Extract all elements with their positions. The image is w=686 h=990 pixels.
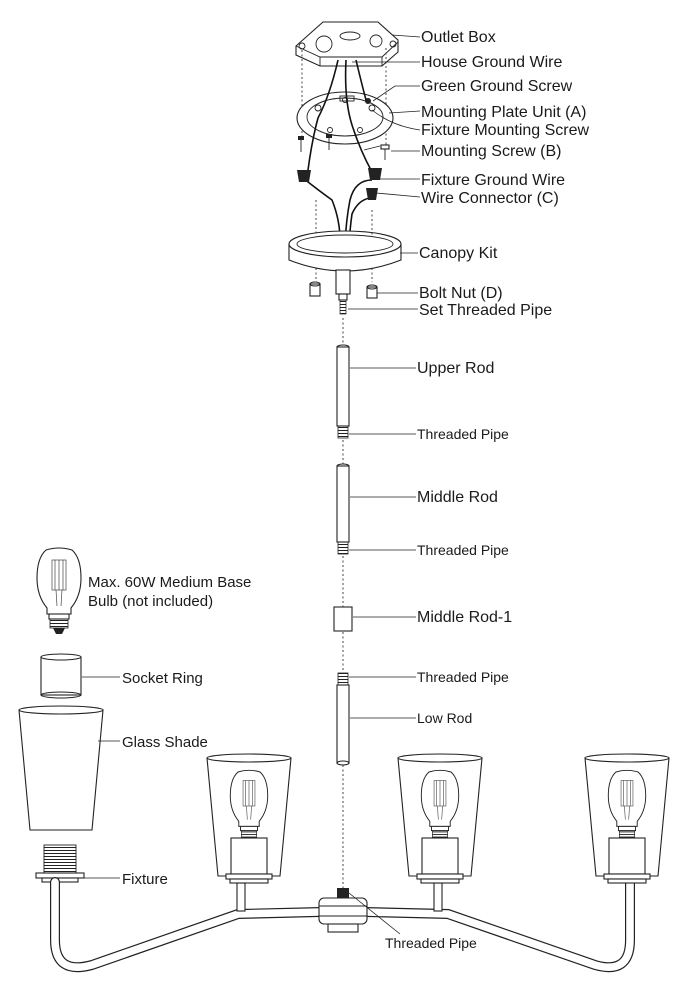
upper-rod bbox=[336, 344, 350, 439]
label-house-ground-wire: House Ground Wire bbox=[421, 54, 562, 71]
label-bulb-line1: Max. 60W Medium Base bbox=[88, 574, 251, 591]
label-canopy-kit: Canopy Kit bbox=[419, 245, 498, 262]
label-bolt-nut: Bolt Nut (D) bbox=[419, 285, 503, 302]
label-fixture: Fixture bbox=[122, 871, 168, 888]
supply-wires bbox=[302, 59, 381, 246]
label-glass-shade: Glass Shade bbox=[122, 734, 208, 751]
label-fixture-mounting-screw: Fixture Mounting Screw bbox=[421, 122, 590, 139]
center-hub bbox=[318, 888, 368, 933]
fixture-arms bbox=[50, 877, 635, 973]
label-mounting-screw: Mounting Screw (B) bbox=[421, 143, 562, 160]
set-threaded-pipe bbox=[335, 269, 351, 315]
middle-rod-1 bbox=[333, 606, 353, 632]
fixture-socket bbox=[35, 844, 85, 883]
label-set-threaded-pipe: Set Threaded Pipe bbox=[419, 302, 552, 319]
socket-ring bbox=[40, 653, 82, 699]
label-wire-connector: Wire Connector (C) bbox=[421, 190, 559, 207]
label-threaded-pipe-2: Threaded Pipe bbox=[417, 542, 509, 558]
label-fixture-ground-wire: Fixture Ground Wire bbox=[421, 172, 565, 189]
fixture-mounting-screws bbox=[298, 134, 332, 152]
label-threaded-pipe-3: Threaded Pipe bbox=[417, 669, 509, 685]
label-middle-rod: Middle Rod bbox=[417, 489, 498, 506]
canopy bbox=[288, 230, 402, 272]
wire-connectors bbox=[297, 168, 382, 200]
lamp-head-right bbox=[584, 753, 670, 884]
bolt-nuts bbox=[309, 281, 378, 299]
label-threaded-pipe-1: Threaded Pipe bbox=[417, 426, 509, 442]
bulb-exploded bbox=[36, 547, 82, 635]
label-socket-ring: Socket Ring bbox=[122, 670, 203, 687]
label-low-rod: Low Rod bbox=[417, 710, 472, 726]
lamp-head-center bbox=[397, 753, 483, 884]
label-bulb-line2: Bulb (not included) bbox=[88, 593, 213, 610]
low-rod bbox=[336, 672, 350, 766]
leader-lines bbox=[82, 34, 421, 935]
mounting-screw-b bbox=[380, 144, 390, 160]
label-green-ground-screw: Green Ground Screw bbox=[421, 78, 573, 95]
lamp-head-left bbox=[206, 753, 292, 884]
label-middle-rod-1: Middle Rod-1 bbox=[417, 609, 512, 626]
mounting-plate bbox=[296, 91, 394, 145]
label-mounting-plate-unit: Mounting Plate Unit (A) bbox=[421, 104, 586, 121]
middle-rod bbox=[336, 463, 350, 555]
label-outlet-box: Outlet Box bbox=[421, 29, 496, 46]
glass-shade bbox=[18, 705, 104, 831]
outlet-box bbox=[295, 21, 399, 67]
label-upper-rod: Upper Rod bbox=[417, 360, 494, 377]
label-threaded-pipe-bottom: Threaded Pipe bbox=[385, 935, 477, 951]
